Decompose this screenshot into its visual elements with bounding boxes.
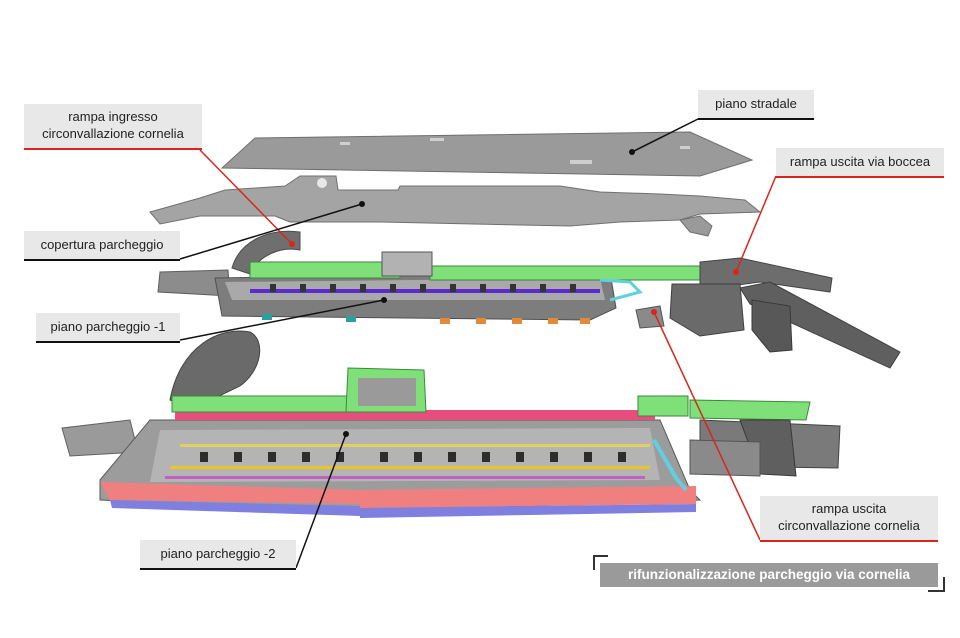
parking-cover-slab — [149, 175, 762, 237]
label-rampa-ingresso-line2: circonvallazione cornelia — [42, 126, 184, 141]
label-piano-parcheggio-1-text: piano parcheggio -1 — [50, 319, 166, 334]
label-rampa-uscita-cornelia: rampa uscita circonvallazione cornelia — [760, 496, 938, 542]
label-rampa-uscita-cornelia-line2: circonvallazione cornelia — [778, 518, 920, 533]
label-piano-stradale-text: piano stradale — [715, 96, 797, 111]
label-rampa-uscita-boccea-text: rampa uscita via boccea — [789, 154, 931, 169]
road-level-slab — [220, 131, 754, 177]
label-piano-parcheggio-2-text: piano parcheggio -2 — [160, 546, 276, 561]
leader-lines — [179, 117, 777, 569]
label-rampa-uscita-boccea: rampa uscita via boccea — [776, 148, 944, 178]
label-rampa-ingresso-line1: rampa ingresso — [68, 109, 158, 124]
label-rampa-ingresso: rampa ingresso circonvallazione cornelia — [24, 104, 202, 150]
label-rampa-uscita-cornelia-line1: rampa uscita — [811, 501, 887, 516]
label-piano-parcheggio-1: piano parcheggio -1 — [36, 313, 180, 343]
parking-level-minus1 — [157, 230, 901, 369]
title-corner-brackets — [593, 555, 945, 592]
parking-level-minus2 — [61, 330, 841, 518]
label-piano-parcheggio-2: piano parcheggio -2 — [140, 540, 296, 570]
label-piano-stradale: piano stradale — [698, 90, 814, 120]
label-copertura-parcheggio: copertura parcheggio — [24, 231, 180, 261]
label-copertura-parcheggio-text: copertura parcheggio — [40, 237, 164, 252]
diagram-title: rifunzionalizzazione parcheggio via corn… — [600, 563, 938, 587]
